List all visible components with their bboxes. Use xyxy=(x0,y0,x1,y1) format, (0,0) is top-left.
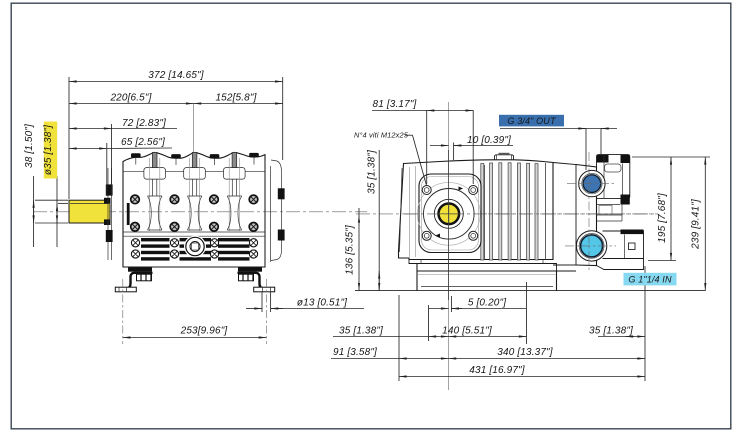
svg-text:91 [3.58"]: 91 [3.58"] xyxy=(333,347,377,358)
svg-text:72 [2.83"]: 72 [2.83"] xyxy=(122,118,166,129)
svg-text:G 1"1/4 IN: G 1"1/4 IN xyxy=(628,274,672,284)
svg-text:152[5.8"]: 152[5.8"] xyxy=(215,93,256,104)
svg-text:G 3/4" OUT: G 3/4" OUT xyxy=(507,116,557,126)
svg-text:253[9.96"]: 253[9.96"] xyxy=(180,326,228,337)
svg-text:ø13 [0.51"]: ø13 [0.51"] xyxy=(297,297,347,308)
svg-text:10 [0.39"]: 10 [0.39"] xyxy=(467,135,511,146)
svg-text:81 [3.17"]: 81 [3.17"] xyxy=(373,99,417,110)
svg-text:140 [5.51"]: 140 [5.51"] xyxy=(442,326,492,337)
svg-text:ø35 [1.38"]: ø35 [1.38"] xyxy=(43,125,54,175)
svg-text:372 [14.65"]: 372 [14.65"] xyxy=(148,70,203,81)
svg-text:195 [7.68"]: 195 [7.68"] xyxy=(657,193,668,243)
svg-text:65 [2.56"]: 65 [2.56"] xyxy=(121,137,165,148)
svg-text:35 [1.38"]: 35 [1.38"] xyxy=(589,326,633,337)
svg-text:136 [5.35"]: 136 [5.35"] xyxy=(345,225,356,275)
svg-text:431 [16.97"]: 431 [16.97"] xyxy=(469,365,524,376)
svg-text:220[6.5"]: 220[6.5"] xyxy=(109,93,151,104)
svg-text:340 [13.37"]: 340 [13.37"] xyxy=(497,347,552,358)
svg-text:N°4 viti M12x25: N°4 viti M12x25 xyxy=(354,131,409,140)
svg-text:35 [1.38"]: 35 [1.38"] xyxy=(367,150,378,194)
svg-text:239 [9.41"]: 239 [9.41"] xyxy=(691,199,702,250)
svg-text:5 [0.20"]: 5 [0.20"] xyxy=(468,297,506,308)
svg-text:35 [1.38"]: 35 [1.38"] xyxy=(339,326,383,337)
svg-text:38 [1.50"]: 38 [1.50"] xyxy=(24,124,35,168)
